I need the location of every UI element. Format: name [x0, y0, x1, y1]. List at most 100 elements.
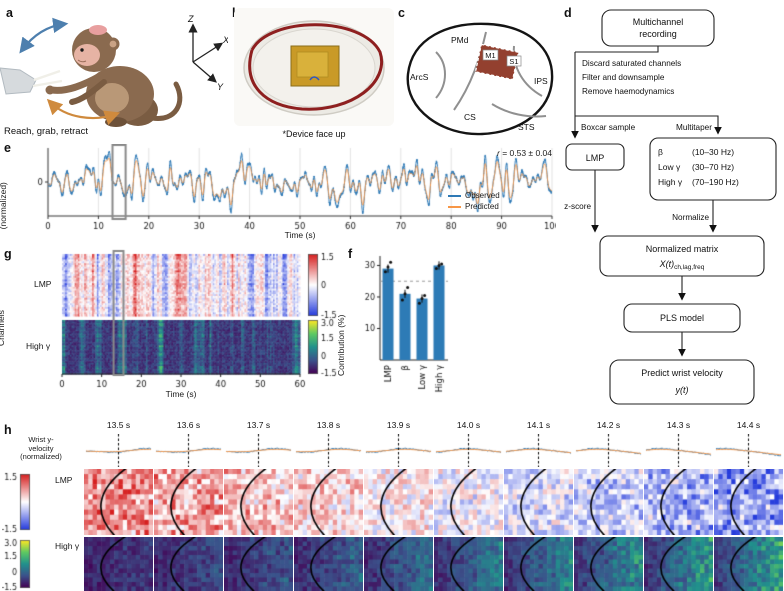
panel-f-canvas	[344, 244, 456, 406]
snapshot-lmp-heatmap	[504, 469, 573, 535]
snapshot-hg-heatmap	[364, 537, 433, 591]
legend-observed-label: Observed	[465, 191, 500, 200]
snapshot-column: 14.4 s	[714, 420, 783, 591]
panel-label-a: a	[6, 6, 13, 20]
snapshot-trace	[504, 434, 573, 467]
snapshot-time-label: 13.7 s	[246, 420, 271, 430]
flow-matrix-line2: X(t)ch,lag,freq	[659, 259, 705, 271]
flow-pls-label: PLS model	[660, 313, 704, 323]
region-cs-label: CS	[464, 112, 476, 122]
axis-y-label: Y	[217, 82, 224, 92]
snapshot-time-label: 13.5 s	[106, 420, 131, 430]
flow-step-1: Discard saturated channels	[582, 59, 681, 68]
snapshot-hg-heatmap	[154, 537, 223, 591]
flow-band3-range: (70–190 Hz)	[692, 177, 739, 187]
snapshot-trace	[574, 434, 643, 467]
flow-branch-boxcar: Boxcar sample	[581, 123, 636, 132]
panel-f-ylabel: Contribution (%)	[336, 314, 346, 376]
snapshot-lmp-heatmap	[84, 469, 153, 535]
panel-b-photo: *Device face up	[234, 8, 394, 139]
panel-g-xlabel: Time (s)	[165, 389, 197, 399]
snapshot-time-label: 13.9 s	[386, 420, 411, 430]
snapshot-lmp-heatmap	[154, 469, 223, 535]
snapshot-time-label: 14.1 s	[526, 420, 551, 430]
snapshot-trace	[294, 434, 363, 467]
panel-h: Wrist y- velocity (normalized) LMP High …	[0, 420, 784, 591]
snapshot-hg-heatmap	[224, 537, 293, 591]
snapshot-time-label: 13.8 s	[316, 420, 341, 430]
legend-predicted-swatch	[448, 205, 461, 208]
panel-e-legend: Observed Predicted	[448, 190, 500, 212]
flow-branch-multitaper: Multitaper	[676, 123, 712, 132]
axis-z-label: Z	[187, 14, 194, 24]
flow-band1-name: β	[658, 147, 663, 157]
panel-h-lmp-colorbar	[2, 472, 52, 534]
panel-d-flowchart: Multichannel recording LMP Normalized ma…	[564, 9, 777, 405]
implant-site	[89, 25, 107, 35]
snapshot-trace	[224, 434, 293, 467]
snapshot-time-label: 14.4 s	[736, 420, 761, 430]
panel-a-illustration: Z X Y Reach, grab, ret	[0, 14, 228, 137]
panel-h-hg-label: High γ	[55, 541, 80, 551]
snapshot-hg-heatmap	[84, 537, 153, 591]
legend-predicted-label: Predicted	[465, 202, 499, 211]
flow-band1-range: (10–30 Hz)	[692, 147, 734, 157]
panel-label-h: h	[4, 423, 12, 437]
panel-e-xlabel: Time (s)	[284, 230, 316, 240]
snapshot-column: 14.1 s	[504, 420, 573, 591]
flow-lmp-label: LMP	[586, 153, 605, 163]
panel-g-row1-label: LMP	[34, 279, 52, 289]
region-s1-label: S1	[509, 57, 518, 66]
panel-label-c: c	[398, 6, 405, 20]
snapshot-time-label: 14.0 s	[456, 420, 481, 430]
panel-label-e: e	[4, 141, 11, 155]
snapshot-hg-heatmap	[504, 537, 573, 591]
coordinate-axes-icon	[188, 23, 224, 83]
snapshot-lmp-heatmap	[434, 469, 503, 535]
flow-band3-name: High γ	[658, 177, 683, 187]
snapshot-hg-heatmap	[434, 537, 503, 591]
snapshot-column: 13.9 s	[364, 420, 433, 591]
snapshot-column: 14.0 s	[434, 420, 503, 591]
central-sulcus-line	[453, 31, 487, 111]
snapshot-column: 13.5 s	[84, 420, 153, 591]
panel-a-caption: Reach, grab, retract	[4, 126, 88, 137]
flow-step-2: Filter and downsample	[582, 73, 665, 82]
flow-box-recording	[601, 9, 715, 47]
snapshot-trace	[644, 434, 713, 467]
flow-predict-line1: Predict wrist velocity	[641, 368, 723, 378]
gloved-hand-icon	[0, 67, 63, 95]
panel-b-caption: *Device face up	[282, 129, 345, 139]
superior-temporal-sulcus-line	[491, 103, 547, 118]
panel-h-wrist-label: Wrist y- velocity (normalized)	[20, 435, 62, 461]
snapshot-time-label: 14.2 s	[596, 420, 621, 430]
panel-h-hg-colorbar	[2, 538, 52, 591]
flow-recording-line1: Multichannel	[633, 17, 684, 27]
brain-outline	[406, 22, 554, 136]
region-arcs-label: ArcS	[410, 72, 429, 82]
axis-x-label: X	[222, 35, 228, 45]
snapshot-column: 14.3 s	[644, 420, 713, 591]
snapshot-trace	[434, 434, 503, 467]
snapshot-column: 13.8 s	[294, 420, 363, 591]
panel-e-ylabel: Wrist y velocity (normalized)	[0, 182, 8, 230]
snapshot-column: 14.2 s	[574, 420, 643, 591]
panel-c-brain-map: PMd ArcS IPS CS STS M1 S1	[406, 22, 554, 136]
panel-f: Contribution (%)	[336, 244, 456, 406]
snapshot-hg-heatmap	[294, 537, 363, 591]
flow-step-3: Remove haemodynamics	[582, 87, 674, 96]
snapshot-trace	[364, 434, 433, 467]
flow-band2-range: (30–70 Hz)	[692, 162, 734, 172]
chip-marking	[309, 76, 320, 81]
red-cable	[248, 23, 384, 111]
arcuate-sulcus-line	[435, 51, 446, 99]
snapshot-time-label: 14.3 s	[666, 420, 691, 430]
movement-arrow-orange	[46, 98, 121, 125]
flow-normalize-label: Normalize	[672, 213, 709, 222]
snapshot-trace	[154, 434, 223, 467]
panel-e-plot	[30, 144, 556, 236]
panel-g-ylabel: Channels	[0, 310, 6, 346]
flow-recording-line2: recording	[639, 29, 677, 39]
